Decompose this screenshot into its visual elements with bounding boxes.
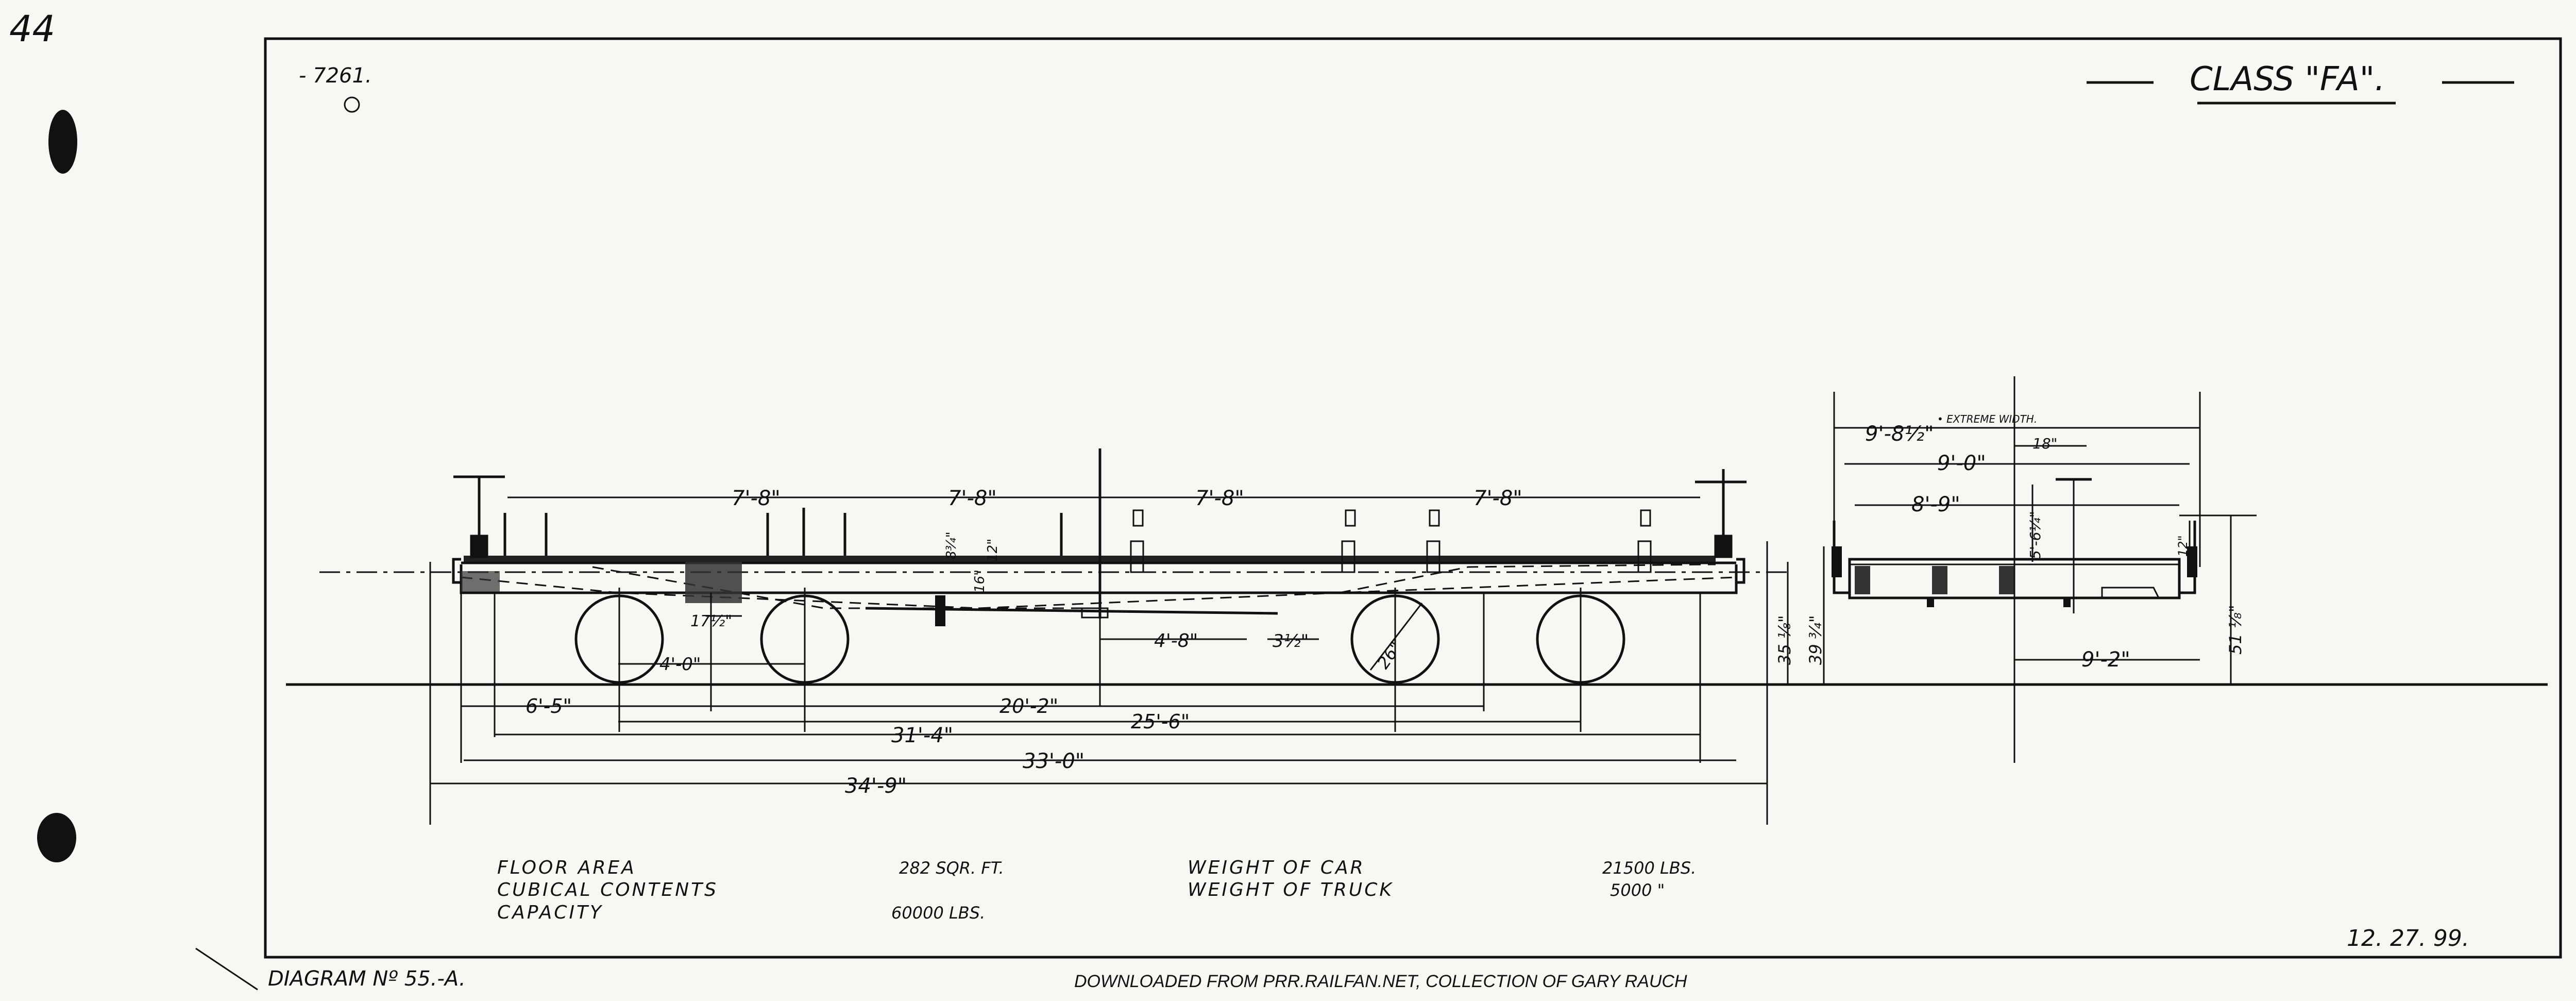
- weight-truck-label: WEIGHT OF TRUCK: [1188, 879, 1394, 900]
- weight-car-label: WEIGHT OF CAR: [1188, 857, 1365, 878]
- drawing-number: - 7261.: [299, 64, 372, 88]
- coupler-left: [452, 558, 461, 584]
- dim-8-9: 8'-9": [1911, 493, 1960, 516]
- dim-12-end: 12": [2176, 535, 2190, 557]
- floor-area-label: FLOOR AREA: [497, 857, 636, 878]
- end-dimensions: [1833, 376, 2257, 763]
- dim-wheel-diameter: 26": [1373, 638, 1405, 672]
- dim-39: 39 ¾": [1806, 615, 1825, 665]
- floor-area-value: 282 SQR. FT.: [899, 858, 1004, 878]
- dim-51: 51 ⅛": [2226, 605, 2245, 655]
- brake-rod: [865, 607, 1278, 615]
- coupler-right: [1736, 558, 1745, 584]
- extreme-width-label: • EXTREME WIDTH.: [1937, 413, 2037, 425]
- punch-hole-top: [48, 110, 77, 174]
- dim-panel-2: 7'-8": [948, 487, 997, 510]
- capacity-label: CAPACITY: [497, 902, 603, 923]
- capacity-value: 60000 LBS.: [891, 903, 985, 923]
- diagram-label: DIAGRAM Nº 55.-A.: [268, 967, 466, 991]
- dim-9-0: 9'-0": [1937, 452, 1986, 475]
- cubical-contents-label: CUBICAL CONTENTS: [497, 879, 718, 900]
- drawing-border: [264, 37, 2562, 959]
- dim-overall: 34'-9": [845, 774, 907, 798]
- class-title: CLASS "FA".: [2190, 60, 2385, 98]
- dim-truck-wheelbase: 4'-0": [659, 654, 701, 675]
- dim-4-8: 4'-8": [1154, 630, 1198, 652]
- dim-12: 12": [985, 539, 1001, 562]
- dim-33-0: 33'-0": [1023, 749, 1084, 773]
- specs-table: FLOOR AREA 282 SQR. FT. CUBICAL CONTENTS…: [497, 857, 1696, 923]
- end-labels: 9'-8½" • EXTREME WIDTH. 18" 9'-0" 8'-9" …: [1865, 413, 2245, 672]
- dim-3-half: 3½": [1273, 631, 1309, 652]
- dim-16: 16": [972, 570, 988, 593]
- dim-8-3-4: 8¾": [944, 531, 959, 559]
- dim-5-6: 5'-6¼": [2027, 511, 2044, 559]
- page-number: 44: [9, 8, 55, 50]
- brake-wheel-right: [1695, 469, 1747, 558]
- footer-credit: DOWNLOADED FROM PRR.RAILFAN.NET, COLLECT…: [1074, 972, 1687, 991]
- dim-18: 18": [2032, 435, 2058, 452]
- dim-panel-4: 7'-8": [1473, 487, 1522, 510]
- dim-25-6: 25'-6": [1131, 710, 1190, 733]
- side-dimensions: [429, 448, 1825, 825]
- dim-35: 35 ⅛": [1775, 615, 1794, 665]
- dim-end-to-truck: 6'-5": [526, 695, 572, 718]
- brake-wheel-left: [453, 475, 505, 558]
- punch-hole-bottom: [37, 813, 76, 862]
- dim-truck-centers: 20'-2": [999, 695, 1058, 718]
- dim-31-4: 31'-4": [891, 724, 953, 747]
- dim-panel-3: 7'-8": [1195, 487, 1244, 510]
- dim-9-2: 9'-2": [2081, 648, 2130, 672]
- side-labels: 7'-8" 7'-8" 7'-8" 7'-8" 17½" 4'-0" 6'-5"…: [526, 487, 1825, 798]
- dim-extreme-width: 9'-8½": [1865, 422, 1934, 446]
- bolster-hatched: [685, 562, 742, 603]
- drawing-date: 12. 27. 99.: [2347, 925, 2469, 952]
- dim-17-half: 17½": [690, 612, 732, 630]
- reference-circle: [344, 96, 360, 113]
- weight-truck-value: 5000 ": [1610, 880, 1665, 900]
- truss-rod: [461, 576, 1737, 609]
- weight-car-value: 21500 LBS.: [1602, 858, 1696, 878]
- dim-panel-1: 7'-8": [732, 487, 781, 510]
